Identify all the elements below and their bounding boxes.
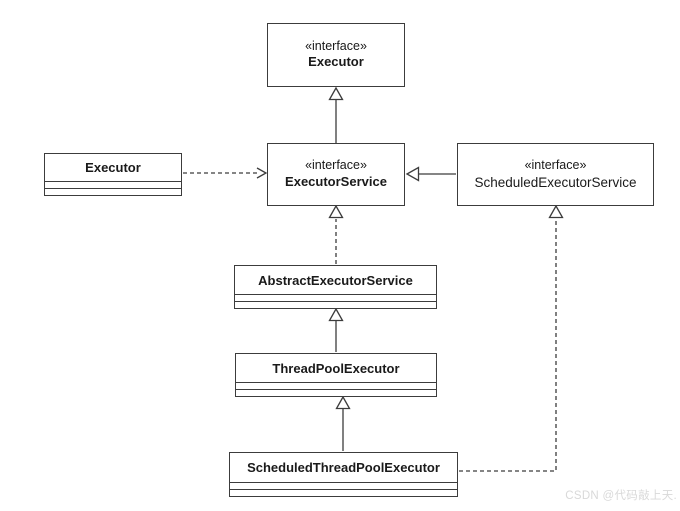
uml-node-scheduledexecutorservice-interface: «interface» ScheduledExecutorService bbox=[457, 143, 654, 206]
methods-compartment bbox=[235, 301, 436, 308]
hollow-triangle-arrowhead bbox=[335, 395, 351, 410]
methods-compartment bbox=[45, 188, 181, 195]
uml-node-executor-interface: «interface» Executor bbox=[267, 23, 405, 87]
open-arrowhead bbox=[256, 167, 268, 179]
hollow-triangle-arrowhead bbox=[328, 307, 344, 322]
hollow-triangle-arrowhead bbox=[405, 166, 420, 182]
edge-scheduledthreadpoolexecutor-extends-threadpoolexecutor bbox=[335, 395, 351, 451]
class-name-label: ScheduledThreadPoolExecutor bbox=[247, 460, 440, 475]
edge-executor-class-dependency-executorservice bbox=[183, 167, 268, 179]
hollow-triangle-arrowhead bbox=[548, 204, 564, 219]
hollow-triangle-arrowhead bbox=[328, 86, 344, 101]
class-name-label: ThreadPoolExecutor bbox=[272, 360, 400, 376]
class-name-label: Executor bbox=[308, 54, 364, 70]
class-name-label: ExecutorService bbox=[285, 173, 387, 189]
edge-abstractexecutorservice-implements-executorservice bbox=[328, 204, 344, 264]
edge-executorservice-extends-executor bbox=[328, 86, 344, 143]
attributes-compartment bbox=[45, 181, 181, 188]
class-name-label: Executor bbox=[85, 160, 141, 175]
edge-scheduledthreadpoolexecutor-implements-scheduledexecutorservice bbox=[459, 204, 564, 472]
attributes-compartment bbox=[230, 482, 457, 489]
attributes-compartment bbox=[236, 382, 436, 389]
class-name-label: ScheduledExecutorService bbox=[474, 174, 637, 190]
attributes-compartment bbox=[235, 294, 436, 301]
stereotype-label: «interface» bbox=[305, 38, 367, 53]
uml-node-scheduledthreadpoolexecutor: ScheduledThreadPoolExecutor bbox=[229, 452, 458, 497]
uml-node-executor-class: Executor bbox=[44, 153, 182, 196]
stereotype-label: «interface» bbox=[305, 158, 367, 173]
edge-line bbox=[459, 219, 557, 472]
uml-node-abstractexecutorservice: AbstractExecutorService bbox=[234, 265, 437, 309]
stereotype-label: «interface» bbox=[524, 157, 587, 172]
hollow-triangle-arrowhead bbox=[328, 204, 344, 219]
edge-scheduledexecutorservice-extends-executorservice bbox=[405, 166, 456, 182]
class-name-label: AbstractExecutorService bbox=[258, 272, 413, 288]
methods-compartment bbox=[230, 489, 457, 496]
uml-node-executorservice-interface: «interface» ExecutorService bbox=[267, 143, 405, 206]
uml-node-threadpoolexecutor: ThreadPoolExecutor bbox=[235, 353, 437, 397]
edge-threadpoolexecutor-extends-abstractexecutorservice bbox=[328, 307, 344, 352]
csdn-watermark: CSDN @代码敲上天. bbox=[565, 490, 677, 502]
methods-compartment bbox=[236, 389, 436, 396]
